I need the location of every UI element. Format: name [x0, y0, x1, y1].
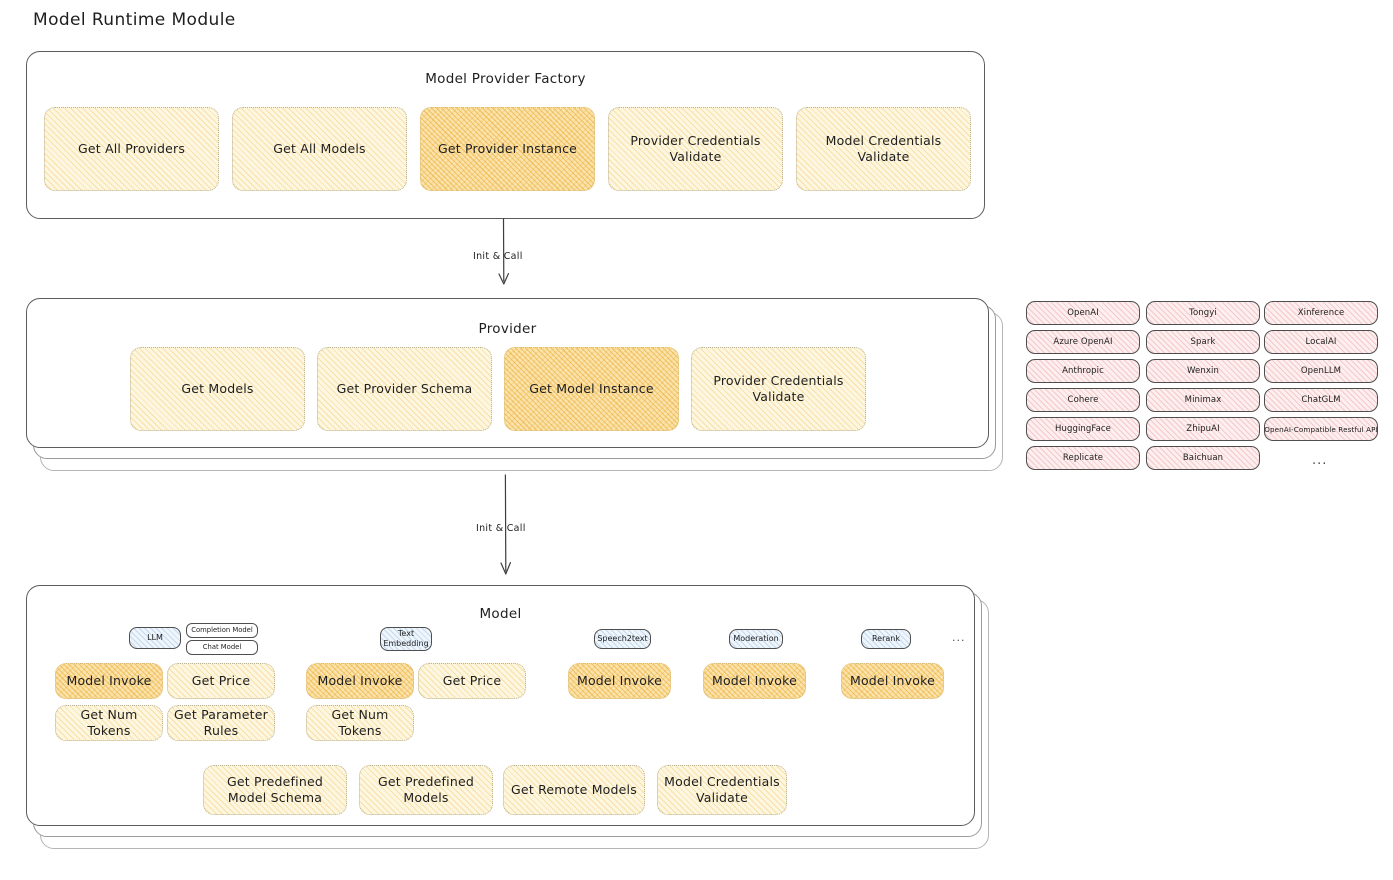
- provider-node-get-provider-schema[interactable]: Get Provider Schema: [317, 347, 492, 431]
- model-shared-node-model-credentials-validate[interactable]: Model Credentials Validate: [657, 765, 787, 815]
- model-title: Model: [479, 606, 522, 622]
- factory-node-get-all-models[interactable]: Get All Models: [232, 107, 407, 191]
- provider-chip-zhipuai[interactable]: ZhipuAI: [1146, 417, 1260, 441]
- provider-chip-openai-compatible-restful-api[interactable]: OpenAI-Compatible Restful API: [1264, 417, 1378, 441]
- model-node-rerank-model-invoke[interactable]: Model Invoke: [841, 663, 944, 699]
- model-node-llm-model-invoke[interactable]: Model Invoke: [55, 663, 163, 699]
- arrow-factory-to-provider-label: Init & Call: [473, 251, 523, 262]
- model-category-badge-llm[interactable]: LLM: [129, 627, 181, 649]
- factory-node-get-provider-instance[interactable]: Get Provider Instance: [420, 107, 595, 191]
- model-category-badge-speech2text[interactable]: Speech2text: [594, 629, 651, 649]
- provider-node-get-models[interactable]: Get Models: [130, 347, 305, 431]
- provider-chip-wenxin[interactable]: Wenxin: [1146, 359, 1260, 383]
- provider-chip-anthropic[interactable]: Anthropic: [1026, 359, 1140, 383]
- page-title: Model Runtime Module: [33, 10, 236, 30]
- provider-node-provider-credentials-validate[interactable]: Provider Credentials Validate: [691, 347, 866, 431]
- provider-list-ellipsis: ...: [1312, 453, 1328, 468]
- provider-chip-huggingface[interactable]: HuggingFace: [1026, 417, 1140, 441]
- model-subtype-badge-completion-model[interactable]: Completion Model: [186, 623, 258, 638]
- model-shared-node-get-predefined-model-schema[interactable]: Get Predefined Model Schema: [203, 765, 347, 815]
- provider-chip-spark[interactable]: Spark: [1146, 330, 1260, 354]
- factory-node-provider-credentials-validate[interactable]: Provider Credentials Validate: [608, 107, 783, 191]
- provider-chip-minimax[interactable]: Minimax: [1146, 388, 1260, 412]
- provider-title: Provider: [478, 321, 537, 337]
- model-node-speech2text-model-invoke[interactable]: Model Invoke: [568, 663, 671, 699]
- model-provider-factory-title: Model Provider Factory: [425, 71, 586, 87]
- provider-chip-baichuan[interactable]: Baichuan: [1146, 446, 1260, 470]
- model-shared-node-get-predefined-models[interactable]: Get Predefined Models: [359, 765, 493, 815]
- model-category-badge-text-embedding[interactable]: Text Embedding: [380, 627, 432, 651]
- model-node-text-embedding-get-num-tokens[interactable]: Get Num Tokens: [306, 705, 414, 741]
- model-node-llm-get-parameter-rules[interactable]: Get Parameter Rules: [167, 705, 275, 741]
- provider-chip-chatglm[interactable]: ChatGLM: [1264, 388, 1378, 412]
- model-container: Model: [26, 585, 975, 826]
- factory-node-model-credentials-validate[interactable]: Model Credentials Validate: [796, 107, 971, 191]
- arrow-provider-to-model: [500, 474, 511, 575]
- factory-node-get-all-providers[interactable]: Get All Providers: [44, 107, 219, 191]
- model-node-text-embedding-model-invoke[interactable]: Model Invoke: [306, 663, 414, 699]
- provider-chip-localai[interactable]: LocalAI: [1264, 330, 1378, 354]
- provider-node-get-model-instance[interactable]: Get Model Instance: [504, 347, 679, 431]
- provider-chip-azure-openai[interactable]: Azure OpenAI: [1026, 330, 1140, 354]
- model-category-badge-rerank[interactable]: Rerank: [861, 629, 911, 649]
- model-node-text-embedding-get-price[interactable]: Get Price: [418, 663, 526, 699]
- arrow-provider-to-model-label: Init & Call: [476, 523, 526, 534]
- model-categories-ellipsis: ...: [952, 631, 966, 644]
- provider-chip-tongyi[interactable]: Tongyi: [1146, 301, 1260, 325]
- model-node-moderation-model-invoke[interactable]: Model Invoke: [703, 663, 806, 699]
- model-node-llm-get-num-tokens[interactable]: Get Num Tokens: [55, 705, 163, 741]
- provider-chip-replicate[interactable]: Replicate: [1026, 446, 1140, 470]
- provider-chip-openai[interactable]: OpenAI: [1026, 301, 1140, 325]
- model-category-badge-moderation[interactable]: Moderation: [729, 629, 783, 649]
- provider-chip-cohere[interactable]: Cohere: [1026, 388, 1140, 412]
- provider-chip-xinference[interactable]: Xinference: [1264, 301, 1378, 325]
- arrow-factory-to-provider: [498, 218, 509, 285]
- model-node-llm-get-price[interactable]: Get Price: [167, 663, 275, 699]
- provider-chip-openllm[interactable]: OpenLLM: [1264, 359, 1378, 383]
- model-subtype-badge-chat-model[interactable]: Chat Model: [186, 640, 258, 655]
- model-shared-node-get-remote-models[interactable]: Get Remote Models: [503, 765, 645, 815]
